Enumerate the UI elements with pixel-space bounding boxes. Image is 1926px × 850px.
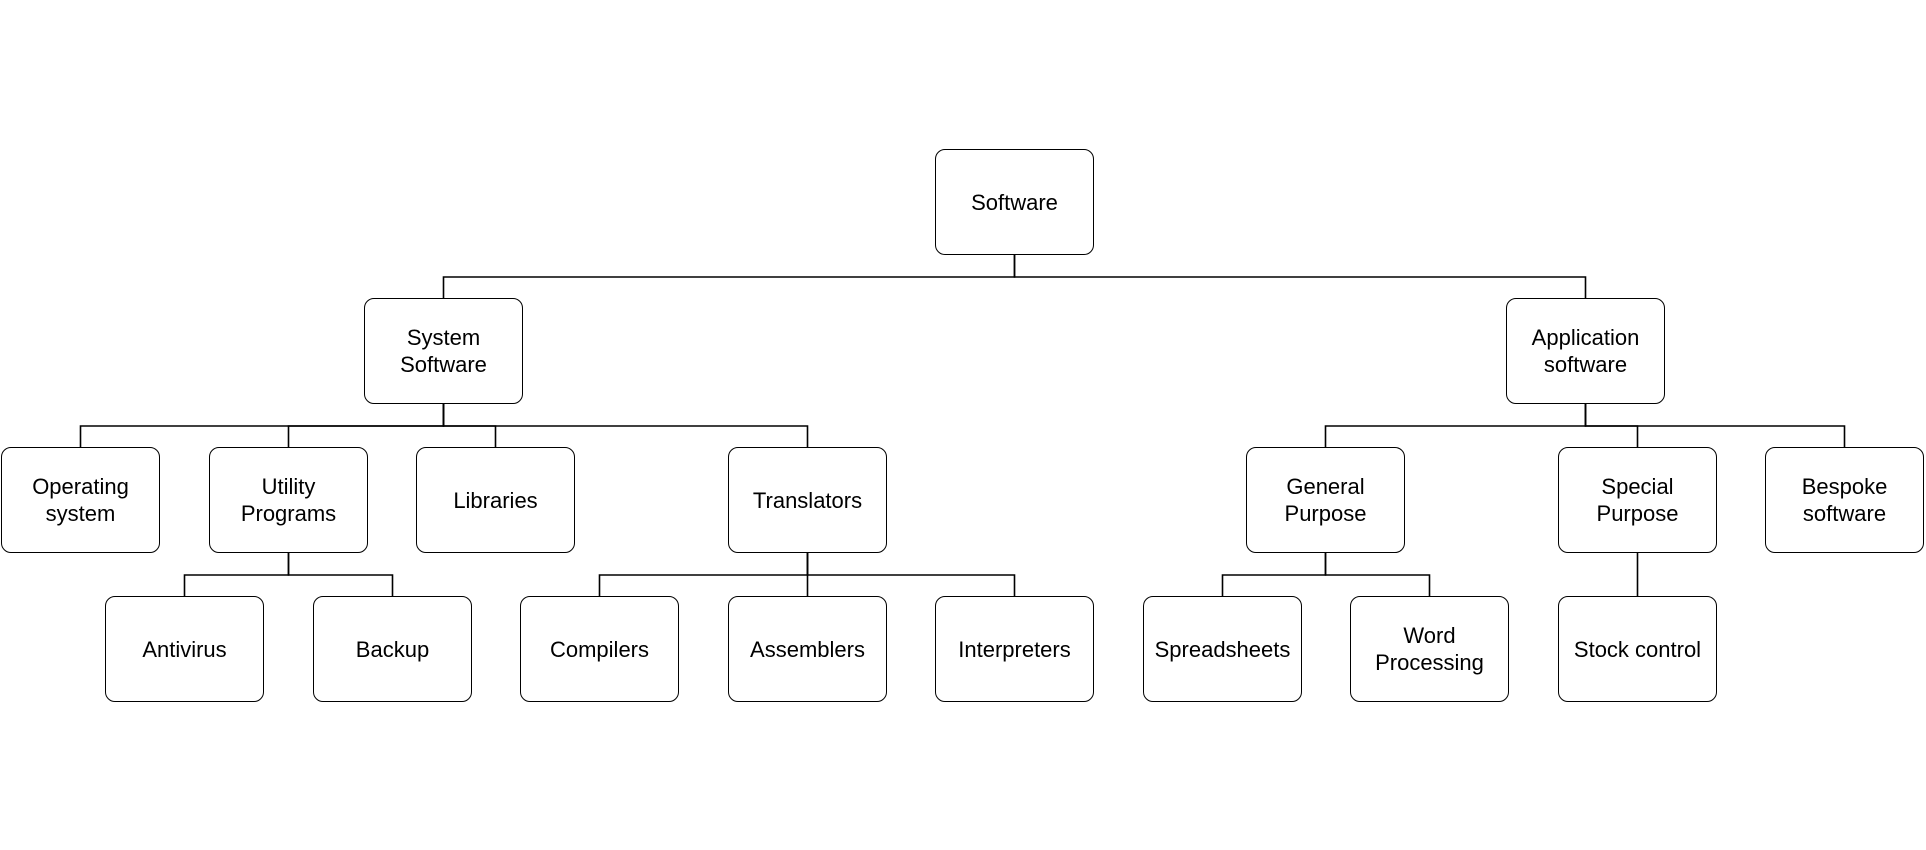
node-translators: Translators [728,447,887,553]
connector-utility-programs-to-backup [287,553,394,596]
node-label: Special Purpose [1596,474,1679,526]
connector-system-software-to-utility-programs [287,404,445,447]
node-backup: Backup [313,596,472,702]
connector-software-to-system-software [442,255,1016,298]
node-software: Software [935,149,1094,255]
node-interpreters: Interpreters [935,596,1094,702]
node-label: Libraries [453,487,538,513]
node-label: Word Processing [1375,623,1484,675]
node-label: Utility Programs [240,474,337,526]
connector-translators-to-interpreters [806,553,1016,596]
connector-general-purpose-to-word-processing [1324,553,1431,596]
connector-translators-to-compilers [598,553,809,596]
node-label: General Purpose [1284,474,1367,526]
node-general-purpose: General Purpose [1246,447,1405,553]
node-operating-system: Operating system [1,447,160,553]
connector-software-to-application-software [1013,255,1587,298]
node-label: Spreadsheets [1154,636,1291,662]
node-label: Stock control [1573,636,1702,662]
node-label: Compilers [549,636,650,662]
node-word-processing: Word Processing [1350,596,1509,702]
node-stock-control: Stock control [1558,596,1717,702]
node-bespoke-software: Bespoke software [1765,447,1924,553]
node-label: Bespoke software [1801,474,1888,526]
node-label: Interpreters [958,636,1071,662]
node-assemblers: Assemblers [728,596,887,702]
node-label: Antivirus [142,636,227,662]
connector-utility-programs-to-antivirus [183,553,290,596]
node-special-purpose: Special Purpose [1558,447,1717,553]
node-label: System Software [400,325,487,377]
connector-application-software-to-bespoke-software [1584,404,1846,447]
node-antivirus: Antivirus [105,596,264,702]
node-label: Translators [752,487,863,513]
node-utility-programs: Utility Programs [209,447,368,553]
node-system-software: System Software [364,298,523,404]
node-label: Backup [355,636,430,662]
node-libraries: Libraries [416,447,575,553]
node-compilers: Compilers [520,596,679,702]
connector-application-software-to-general-purpose [1324,404,1587,447]
node-application-software: Application software [1506,298,1665,404]
node-label: Assemblers [750,636,865,662]
node-label: Application software [1531,325,1640,377]
node-label: Software [971,189,1058,215]
node-spreadsheets: Spreadsheets [1143,596,1302,702]
connector-general-purpose-to-spreadsheets [1221,553,1327,596]
connector-system-software-to-translators [442,404,809,447]
node-label: Operating system [32,474,129,526]
